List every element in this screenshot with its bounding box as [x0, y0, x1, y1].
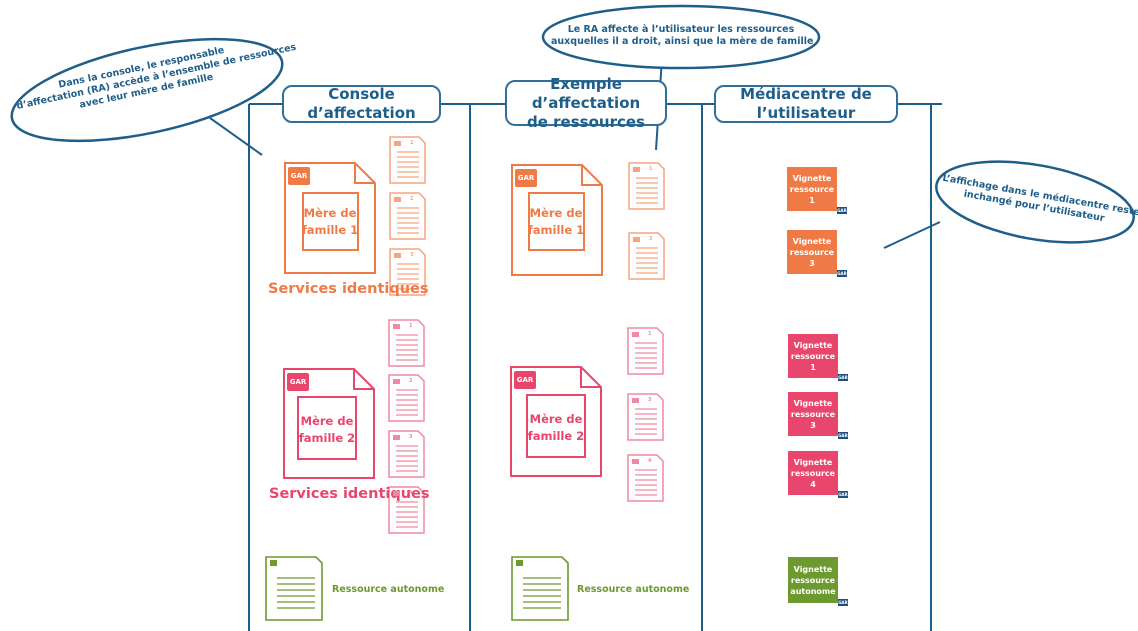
- mother-label-line2: famille 1: [301, 223, 359, 237]
- mini-gar-tag: [393, 491, 400, 496]
- header-mediacentre: Médiacentre de l’utilisateur: [714, 85, 898, 123]
- mini-doc-number: 3: [648, 397, 652, 403]
- mini-doc-number: 1: [409, 323, 413, 329]
- header-exemple-line2: de ressources: [527, 112, 645, 131]
- mother-label-line2: famille 2: [298, 431, 356, 445]
- mini-doc-number: 1: [410, 140, 414, 146]
- bubble-top-text: Le RA affecte à l’utilisateur les ressou…: [551, 24, 814, 48]
- vignette-ressource-1-pink: Vignette ressource 1: [788, 334, 838, 378]
- vignette-line1: Vignette: [793, 457, 833, 467]
- vignette-ressource-3-orange: Vignette ressource 3: [787, 230, 837, 274]
- mini-gar-tag: [393, 379, 400, 384]
- vignette-line2: ressource 1: [789, 184, 835, 205]
- mini-doc-number: 3: [410, 252, 414, 258]
- mini-doc-number: 1: [648, 331, 652, 337]
- services-identiques-f2: Services identiques: [269, 486, 430, 502]
- mini-gar-tag: [632, 398, 639, 403]
- mini-doc-number: 1: [649, 166, 653, 172]
- vignette-ressource-autonome: Vignette ressource autonome: [788, 557, 838, 603]
- mini-doc-number: 3: [409, 434, 413, 440]
- mini-gar-tag: [394, 253, 401, 258]
- vignette-line1: Vignette: [792, 173, 832, 183]
- header-exemple-line1: Exemple d’affectation: [531, 74, 641, 112]
- bubble-top-line2: auxquelles il a droit, ainsi que la mère…: [551, 36, 814, 47]
- vignette-line1: Vignette: [792, 236, 832, 246]
- mini-gar-tag: [633, 167, 640, 172]
- mother-label-example-f1: Mère de famille 1: [514, 205, 598, 239]
- mother-label-console-f2: Mère de famille 2: [285, 413, 369, 447]
- mother-label-line1: Mère de: [303, 206, 357, 220]
- vignette-ressource-4-pink: Vignette ressource 4: [788, 451, 838, 495]
- header-exemple: Exemple d’affectation de ressources: [505, 75, 667, 131]
- vignette-gar-badge: GAR: [838, 374, 848, 381]
- mini-gar-tag: [393, 324, 400, 329]
- vignette-ressource-3-pink: Vignette ressource 3: [788, 392, 838, 436]
- vignette-gar-badge: GAR: [838, 599, 848, 606]
- vignette-line2: ressource: [790, 575, 836, 585]
- mini-gar-tag: [633, 237, 640, 242]
- gar-tag-example-f1: GAR: [515, 169, 537, 187]
- mini-gar-tag: [632, 332, 639, 337]
- bubble-top-line1: Le RA affecte à l’utilisateur les ressou…: [567, 24, 795, 35]
- vignette-line1: Vignette: [793, 564, 833, 574]
- mother-label-line2: famille 2: [527, 429, 585, 443]
- mini-doc-number: 3: [649, 236, 653, 242]
- gar-tag-example-f2: GAR: [514, 371, 536, 389]
- vignette-gar-badge: GAR: [838, 432, 848, 439]
- services-identiques-f1: Services identiques: [268, 281, 429, 297]
- header-console-label: Console d’affectation: [307, 85, 416, 122]
- mother-label-example-f2: Mère de famille 2: [514, 411, 598, 445]
- vignette-line2: ressource 1: [790, 351, 836, 372]
- vignette-ressource-1-orange: Vignette ressource 1: [787, 167, 837, 211]
- vignette-line3: autonome: [790, 586, 836, 596]
- vignette-gar-badge: GAR: [837, 270, 847, 277]
- gar-tag-console-f2: GAR: [287, 373, 309, 391]
- mini-doc-number: 4: [409, 490, 413, 496]
- vignette-line2: ressource 4: [790, 468, 836, 489]
- vignette-gar-badge: GAR: [838, 491, 848, 498]
- mini-gar-tag: [632, 459, 639, 464]
- ressource-autonome-console: Ressource autonome: [332, 584, 445, 595]
- mother-label-console-f1: Mère de famille 1: [288, 205, 372, 239]
- mini-gar-tag: [394, 197, 401, 202]
- mini-doc-number: 2: [410, 196, 414, 202]
- vignette-line1: Vignette: [793, 340, 833, 350]
- mother-label-line1: Mère de: [529, 412, 583, 426]
- header-mediacentre-label: Médiacentre de l’utilisateur: [740, 85, 872, 122]
- vignette-line2: ressource 3: [789, 247, 835, 268]
- mini-doc-number: 2: [409, 378, 413, 384]
- header-console: Console d’affectation: [282, 85, 441, 123]
- ressource-autonome-example: Ressource autonome: [577, 584, 690, 595]
- mother-label-line2: famille 1: [527, 223, 585, 237]
- mini-gar-tag: [393, 435, 400, 440]
- gar-tag-console-f1: GAR: [288, 167, 310, 185]
- mother-label-line1: Mère de: [300, 414, 354, 428]
- mother-label-line1: Mère de: [529, 206, 583, 220]
- mini-gar-tag: [394, 141, 401, 146]
- mini-doc-number: 4: [648, 458, 652, 464]
- vignette-line2: ressource 3: [790, 409, 836, 430]
- vignette-line1: Vignette: [793, 398, 833, 408]
- vignette-gar-badge: GAR: [837, 207, 847, 214]
